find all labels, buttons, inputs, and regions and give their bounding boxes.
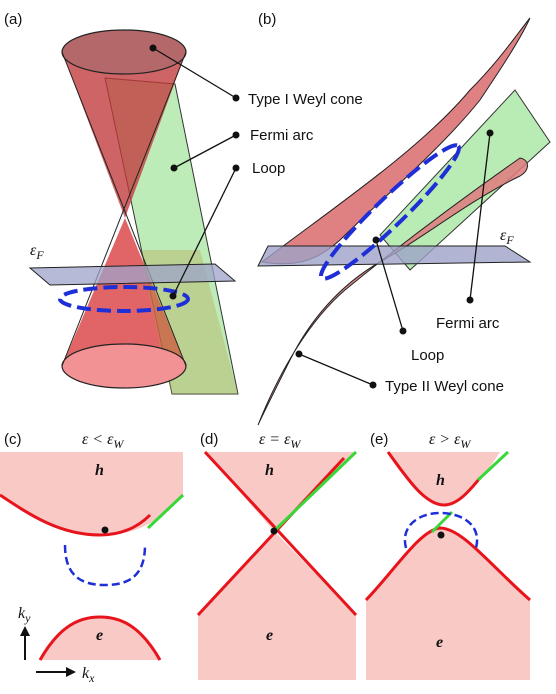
fermi-arc-line-e2	[430, 510, 454, 534]
band-edge-d1	[203, 450, 358, 617]
loop-b	[318, 143, 462, 281]
panel-e: (e) ε > εW h e	[364, 431, 531, 680]
electron-label-c: e	[96, 627, 103, 644]
fermi-level-label-b: εF	[500, 227, 514, 247]
electron-band-d	[198, 531, 356, 680]
leader-fermi-arc-b	[469, 132, 491, 301]
weyl-point-e	[437, 531, 445, 539]
panel-e-label: (e)	[370, 431, 388, 448]
leader-dot	[399, 327, 407, 335]
panel-b-label: (b)	[258, 11, 276, 28]
lower-cone-sheet-b	[257, 157, 528, 426]
electron-band-edge-e	[364, 526, 531, 602]
leader-dot	[369, 381, 377, 389]
weyl-point-c	[101, 526, 109, 534]
ky-arrowhead	[20, 626, 30, 636]
fermi-plane-b	[257, 245, 532, 267]
fermi-arc-line-e1	[476, 450, 510, 482]
panel-a-label: (a)	[4, 11, 22, 28]
hole-band-c	[0, 452, 183, 535]
upper-cone-sheet-b	[260, 17, 531, 265]
fermi-arc-line-d	[272, 450, 358, 533]
type1-label: Type I Weyl cone	[248, 91, 363, 108]
type2-label: Type II Weyl cone	[385, 378, 504, 395]
condition-c: ε < εW	[82, 431, 124, 451]
hole-band-d	[205, 452, 356, 531]
leader-dot	[466, 296, 474, 304]
hole-band-edge-e	[386, 451, 482, 507]
band-edge-d2	[196, 456, 346, 617]
weyl-point-d	[270, 527, 278, 535]
panel-a: (a) εF Type I Weyl cone Fermi a	[4, 11, 363, 395]
cone-edge	[61, 51, 187, 367]
leader-dot	[232, 94, 240, 102]
leader-type1	[152, 47, 237, 99]
electron-band-c	[40, 617, 160, 660]
fermi-plane-a	[28, 263, 237, 286]
fermi-arc-label-a: Fermi arc	[250, 127, 314, 144]
kx-arrowhead	[66, 667, 76, 677]
condition-e: ε > εW	[429, 431, 471, 451]
electron-label-e: e	[436, 634, 443, 651]
lower-cone-cap-a	[61, 343, 187, 389]
panel-c: (c) ε < εW h e ky kx	[0, 431, 185, 685]
panel-b: (b) εF Fermi arc Loop Type II Weyl cone	[257, 11, 551, 426]
fermi-arc-label-b: Fermi arc	[436, 315, 500, 332]
fermi-arc-line-c	[146, 493, 185, 530]
ky-label: ky	[18, 605, 31, 625]
electron-label-d: e	[266, 627, 273, 644]
loop-a	[58, 285, 190, 313]
lower-cone-a	[62, 218, 186, 366]
hole-label-d: h	[265, 462, 274, 479]
hole-label-e: h	[436, 472, 445, 489]
hole-band-edge-c	[0, 493, 152, 537]
upper-cone-a	[62, 52, 186, 218]
leader-dot	[486, 129, 494, 137]
leader-dot	[170, 164, 178, 172]
fermi-level-label-a: εF	[30, 242, 44, 262]
leader-dot	[232, 164, 240, 172]
leader-dot	[149, 44, 157, 52]
kx-label: kx	[82, 665, 95, 685]
panel-d: (d) ε = εW h e	[196, 431, 358, 680]
electron-band-e	[366, 528, 530, 680]
loop-e	[403, 511, 479, 549]
panel-d-label: (d)	[200, 431, 218, 448]
hole-band-e	[388, 452, 500, 505]
electron-band-edge-c	[38, 615, 162, 661]
leader-dot	[295, 350, 303, 358]
leader-dot	[372, 236, 380, 244]
leader-type2	[298, 353, 374, 386]
hole-label-c: h	[95, 462, 104, 479]
upper-cone-cap-a	[61, 29, 187, 75]
loop-c	[63, 544, 147, 587]
loop-label-b: Loop	[411, 347, 444, 364]
loop-label-a: Loop	[252, 160, 285, 177]
condition-d: ε = εW	[259, 431, 301, 451]
leader-loop-b	[375, 239, 404, 332]
leader-dot	[169, 292, 177, 300]
leader-fermi-arc-a	[173, 134, 237, 169]
leader-loop-a	[172, 167, 237, 297]
panel-c-label: (c)	[4, 431, 22, 448]
leader-dot	[232, 131, 240, 139]
